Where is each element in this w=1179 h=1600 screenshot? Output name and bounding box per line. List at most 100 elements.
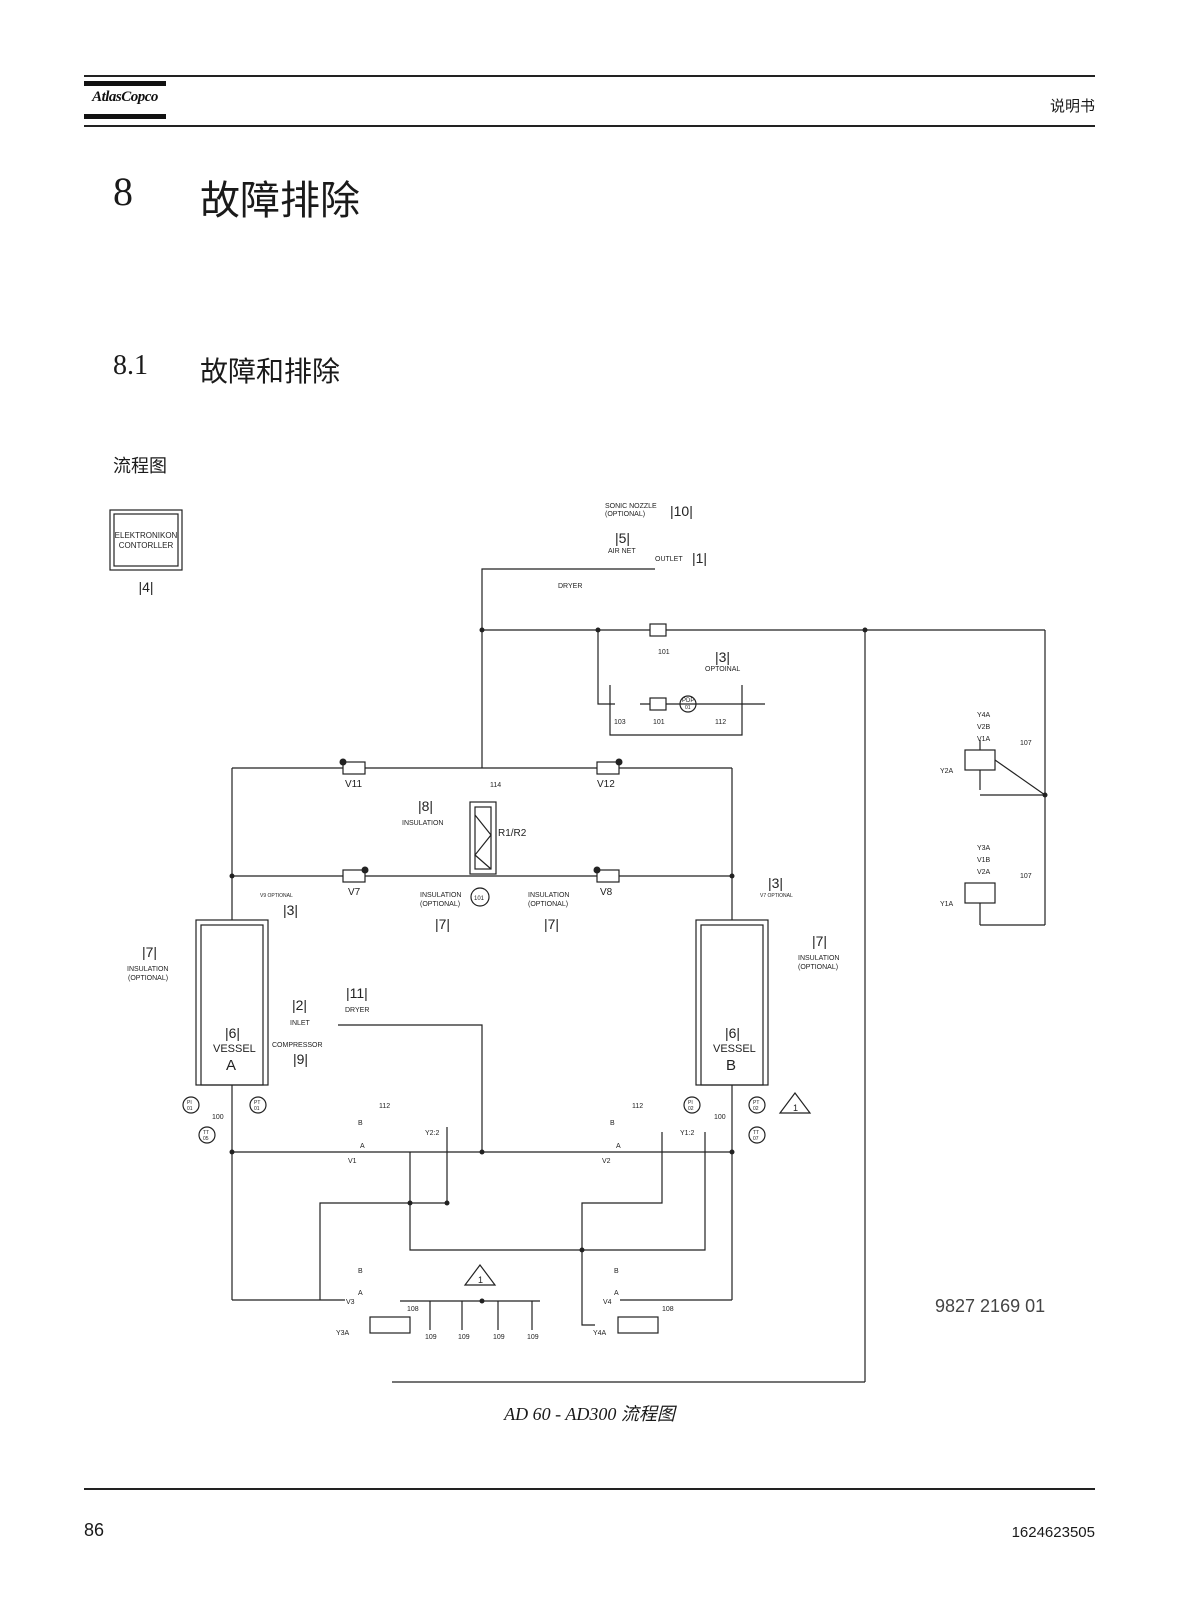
port-a-v2: A	[616, 1143, 621, 1150]
air-net-label: AIR NET	[608, 548, 636, 555]
port-b-v2: B	[610, 1120, 615, 1127]
tt-a: TT	[203, 1130, 209, 1136]
tag-100-b: 100	[714, 1114, 726, 1121]
port-b-v1: B	[358, 1120, 363, 1127]
insulation-left-l1: INSULATION	[420, 892, 462, 899]
diagram-caption: AD 60 - AD300 流程图	[504, 1404, 675, 1424]
r1r2-label: R1/R2	[498, 828, 527, 839]
tag-112-b: 112	[632, 1103, 643, 1110]
dryer-top-label: DRYER	[558, 583, 582, 590]
optional-label: OPTOINAL	[705, 666, 740, 673]
y1a-label: Y1A	[940, 901, 954, 908]
pi-a-id: 01	[187, 1106, 193, 1112]
tt-a-id: 05	[203, 1136, 209, 1142]
dryer-label: DRYER	[345, 1007, 369, 1014]
y22-label: Y2:2	[425, 1130, 440, 1137]
ref-7-vessel-b: |7|	[812, 933, 827, 949]
insulation-right-l2: (OPTIONAL)	[528, 901, 568, 908]
y2a-label: Y2A	[940, 768, 954, 775]
tag-108-a: 108	[407, 1306, 419, 1313]
pdp-id: 01	[685, 705, 691, 711]
ref-9: |9|	[293, 1051, 308, 1067]
compressor-label: COMPRESSOR	[272, 1042, 323, 1049]
y3a-label: Y3A	[336, 1330, 350, 1337]
port-a-v3: A	[358, 1290, 363, 1297]
atlas-copco-logo: AtlasCopco	[84, 81, 166, 123]
outlet-label: OUTLET	[655, 556, 683, 563]
insulation-a-l2: (OPTIONAL)	[128, 975, 168, 982]
tag-109-1: 109	[425, 1334, 437, 1341]
ref-2: |2|	[292, 997, 307, 1013]
y-top-1: Y4A	[977, 712, 991, 719]
section-number: 8.1	[113, 350, 148, 381]
v7-optional-label: V7 OPTIONAL	[760, 893, 793, 899]
y-bottom-2: V1B	[977, 857, 991, 864]
section-title: 故障和排除	[200, 355, 341, 388]
pi-b: PI	[688, 1100, 693, 1106]
insulation-label: INSULATION	[402, 820, 444, 827]
inlet-label: INLET	[290, 1020, 311, 1027]
ref-7-left: |7|	[435, 916, 450, 932]
tag-108-b: 108	[662, 1306, 674, 1313]
tag-107-bottom: 107	[1020, 873, 1032, 880]
tt-b: TT	[753, 1130, 759, 1136]
insulation-b-l2: (OPTIONAL)	[798, 964, 838, 971]
valve-v7-label: V7	[348, 887, 361, 898]
valve-v8-label: V8	[600, 887, 613, 898]
insulation-b-l1: INSULATION	[798, 955, 840, 962]
insulation-left-l2: (OPTIONAL)	[420, 901, 460, 908]
document-number: 1624623505	[1011, 1524, 1095, 1541]
outlet-ref: |1|	[692, 550, 707, 566]
ref-6-a: |6|	[225, 1025, 240, 1041]
controller-ref: |4|	[138, 579, 153, 595]
chapter-number: 8	[113, 169, 133, 214]
vessel-b-letter: B	[726, 1057, 736, 1074]
vessel-a-label: VESSEL	[213, 1043, 256, 1055]
ref-7-vessel-a: |7|	[142, 944, 157, 960]
ref-6-b: |6|	[725, 1025, 740, 1041]
warning-1-center: 1	[478, 1275, 483, 1285]
subsection-title: 流程图	[113, 456, 167, 477]
tag-109-4: 109	[527, 1334, 539, 1341]
valve-v3-label: V3	[346, 1299, 355, 1306]
insulation-right-l1: INSULATION	[528, 892, 570, 899]
y4a-label: Y4A	[593, 1330, 607, 1337]
pt-a-id: 01	[254, 1106, 260, 1112]
optional-ref: |3|	[715, 649, 730, 665]
y-bottom-1: Y3A	[977, 845, 991, 852]
tag-112: 112	[715, 719, 726, 726]
tag-107-top: 107	[1020, 740, 1032, 747]
valve-v1-label: V1	[348, 1158, 357, 1165]
pt-b: PT	[753, 1100, 759, 1106]
warning-1-right: 1	[793, 1103, 798, 1113]
ref-3-left: |3|	[283, 902, 298, 918]
y-top-2: V2B	[977, 724, 991, 731]
pt-b-id: 02	[753, 1106, 759, 1112]
pdp-label: PDP	[682, 698, 694, 704]
tag-101: 101	[658, 649, 670, 656]
vessel-a-letter: A	[226, 1057, 236, 1074]
air-net-ref: |5|	[615, 530, 630, 546]
valve-v11-label: V11	[345, 779, 362, 790]
pi-a: PI	[187, 1100, 192, 1106]
sonic-nozzle-label: SONIC NOZZLE	[605, 503, 657, 510]
ref-7-right: |7|	[544, 916, 559, 932]
pi-b-id: 02	[688, 1106, 694, 1112]
drawing-number: 9827 2169 01	[935, 1296, 1045, 1316]
tt-b-id: 07	[753, 1136, 759, 1142]
header-bottom-rule	[84, 125, 1095, 127]
ref-3-right: |3|	[768, 875, 783, 891]
valve-v2-label: V2	[602, 1158, 611, 1165]
y-bottom-3: V2A	[977, 869, 991, 876]
controller-label-line1: ELEKTRONIKON	[115, 531, 178, 540]
page-number: 86	[84, 1520, 105, 1540]
sonic-nozzle-ref: |10|	[670, 503, 693, 519]
header-top-rule	[84, 75, 1095, 77]
valve-v12-label: V12	[597, 779, 615, 790]
tag-103: 103	[614, 719, 626, 726]
y12-label: Y1:2	[680, 1130, 695, 1137]
chapter-title: 故障排除	[200, 178, 360, 224]
vessel-b-label: VESSEL	[713, 1043, 756, 1055]
valve-v4-label: V4	[603, 1299, 612, 1306]
footer-rule	[84, 1488, 1095, 1490]
